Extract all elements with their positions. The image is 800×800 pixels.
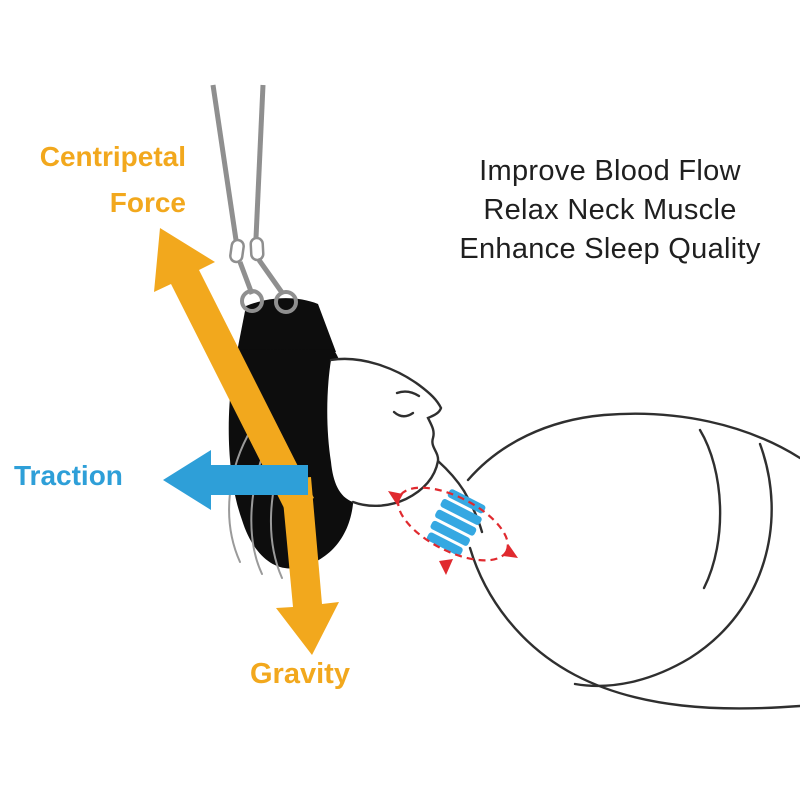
eyebrow — [395, 390, 421, 398]
stretch-arrow — [388, 491, 403, 505]
cord-connector-bead — [229, 238, 245, 264]
suspension-cords — [210, 84, 286, 296]
stretch-arrow — [503, 545, 518, 558]
cord-connector-bead — [249, 236, 265, 262]
closed-eye — [392, 410, 415, 418]
benefit-line: Relax Neck Muscle — [483, 194, 737, 226]
cervical-spine — [426, 489, 486, 556]
gravity-arrow — [276, 477, 339, 655]
face — [327, 357, 443, 507]
force-arrows — [154, 228, 339, 655]
benefit-line: Enhance Sleep Quality — [459, 233, 761, 265]
stretch-arrow — [439, 559, 453, 575]
body-outline — [436, 412, 800, 710]
centripetal-label-line1: Centripetal — [39, 141, 186, 172]
benefit-line: Improve Blood Flow — [479, 155, 741, 187]
centripetal-force-label: Centripetal Force — [20, 134, 186, 226]
traction-label: Traction — [14, 460, 123, 491]
centripetal-arrow — [154, 228, 314, 512]
centripetal-label-line2: Force — [109, 187, 186, 218]
carabiner-rings — [240, 289, 298, 314]
gravity-label: Gravity — [250, 658, 350, 690]
traction-arrow — [163, 450, 308, 510]
benefits-text: Improve Blood Flow Relax Neck Muscle Enh… — [420, 152, 800, 269]
stretch-indicators — [388, 486, 518, 575]
